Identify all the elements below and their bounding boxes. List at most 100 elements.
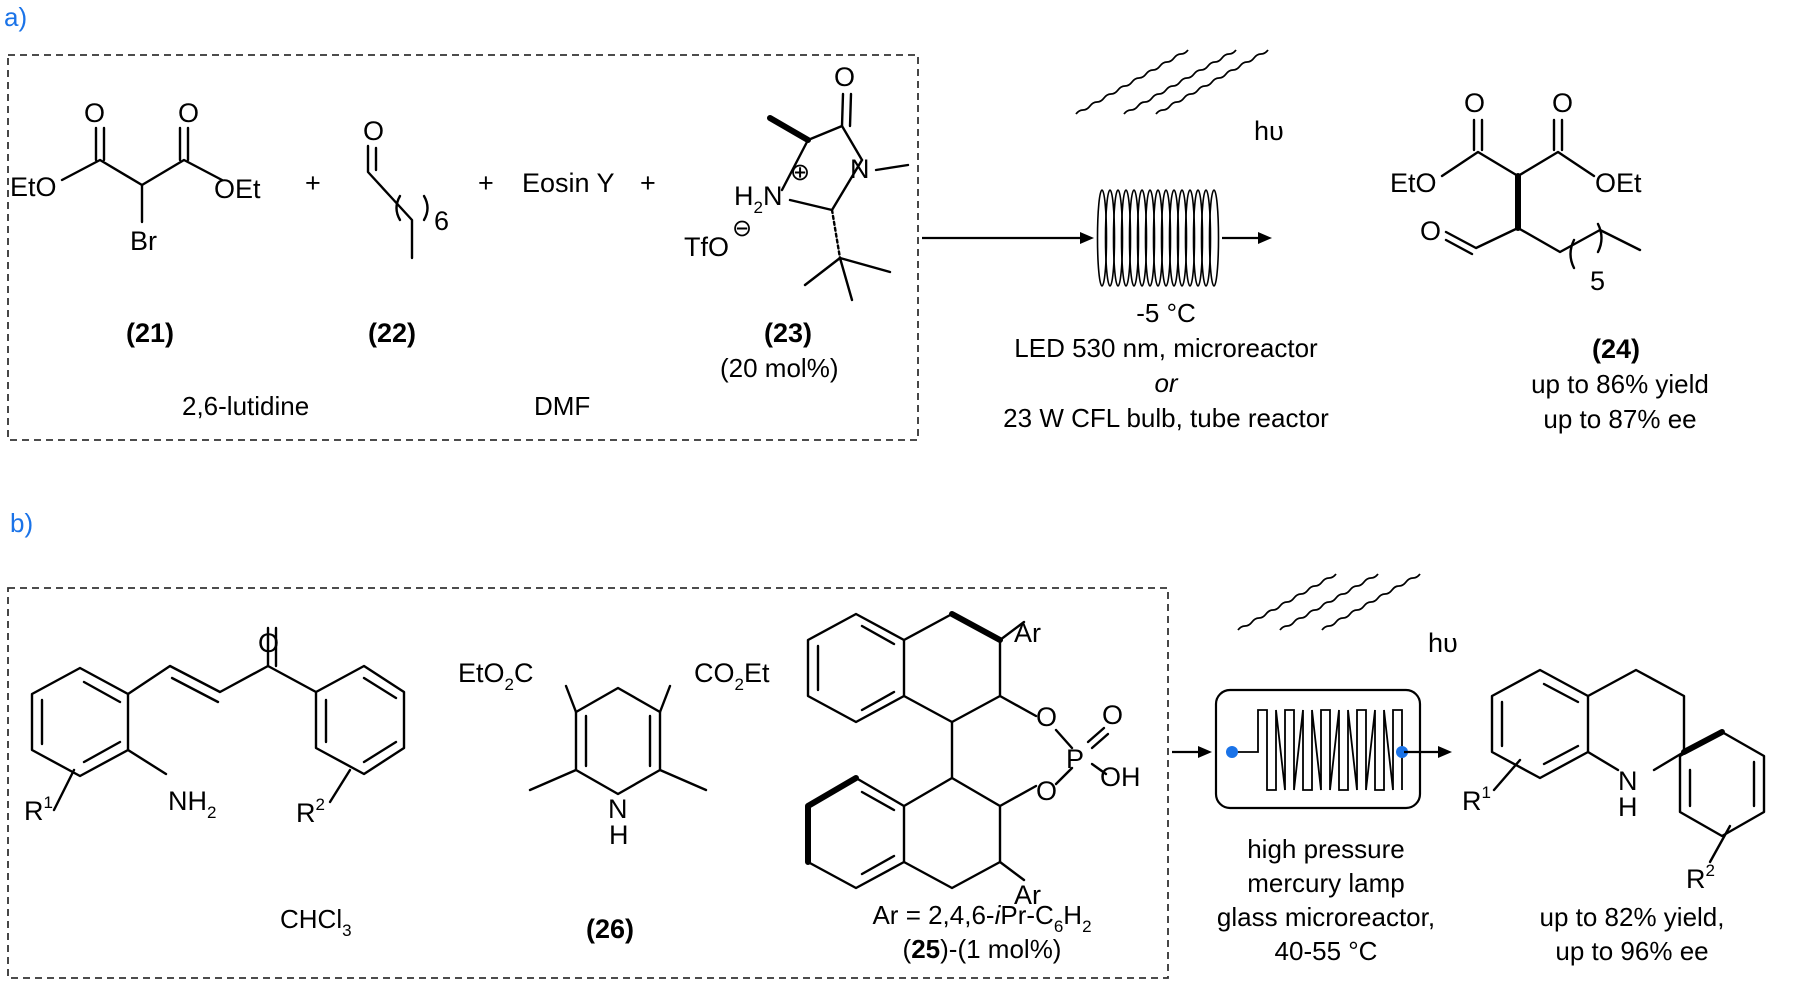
tetrahydroquinoline-structure: N H R1 R2 xyxy=(1462,668,1766,894)
thq-phenyl-inner xyxy=(1688,760,1756,808)
coil-loop xyxy=(1112,189,1124,287)
light-wave-icon xyxy=(1123,49,1237,115)
coil-loop xyxy=(1200,189,1212,287)
ar-definition: Ar = 2,4,6-iPr-C6H2 xyxy=(872,900,1091,936)
cpa-upper-bold xyxy=(949,611,1003,643)
microreactor-chip-icon xyxy=(1214,688,1422,810)
cpa-ar-bottom: Ar xyxy=(1014,880,1041,910)
coil-loop xyxy=(1152,189,1164,287)
chalcone-r1-bond xyxy=(52,768,76,812)
panel-a-label: a) xyxy=(4,2,27,32)
c22-paren-r xyxy=(422,194,429,222)
coil-loop xyxy=(1128,189,1140,287)
c23-tbu xyxy=(803,256,892,302)
cond-a-or: or xyxy=(1154,368,1178,398)
p24-o3: O xyxy=(1420,216,1441,246)
base-lutidine: 2,6-lutidine xyxy=(182,391,309,421)
chalcone-co xyxy=(266,626,278,668)
cond-b-line4: 40-55 °C xyxy=(1275,936,1378,966)
chalcone-ring-right-inner xyxy=(324,676,398,764)
aminochalcone-structure: O NH2 R1 R2 xyxy=(24,626,406,828)
thq-r2-bond xyxy=(1708,824,1732,864)
c22-o: O xyxy=(363,116,384,146)
p24-paren-r xyxy=(1596,222,1603,254)
hantzsch-right: CO2Et xyxy=(694,658,770,694)
panel-b-reagent-box xyxy=(7,587,1169,979)
c23-o: O xyxy=(834,62,855,92)
p24-co1 xyxy=(1472,118,1484,152)
cpa-ar-top-bond xyxy=(998,620,1026,642)
cond-a-temp: -5 °C xyxy=(1136,298,1196,328)
c22-n: 6 xyxy=(434,206,449,236)
coil-loop xyxy=(1096,189,1108,287)
coil-loop xyxy=(1144,189,1156,287)
hantzsch-ester-structure: EtO2C CO2Et N H xyxy=(458,658,770,850)
c23-h2n: H2N xyxy=(734,181,782,217)
serpentine-path xyxy=(1232,709,1403,791)
panel-b-hv: hυ xyxy=(1428,628,1458,658)
compound-21-structure: EtO O O OEt Br xyxy=(10,98,261,256)
thq-sat-ring xyxy=(1586,668,1686,772)
p24-paren-l xyxy=(1569,238,1576,270)
cpa-po xyxy=(1086,726,1110,750)
coil-reactor-icon xyxy=(1096,189,1220,287)
cpa-p: P xyxy=(1066,744,1084,774)
eosin-y: Eosin Y xyxy=(522,168,615,198)
cpa-lower-ring-a xyxy=(902,776,1002,890)
c21-co2 xyxy=(178,126,190,162)
panel-a-arrowhead-in xyxy=(1080,232,1094,244)
cpa-o-lower: O xyxy=(1036,776,1057,806)
chalcone-linker xyxy=(126,664,270,696)
c23-minus-charge: ⊖ xyxy=(732,215,752,242)
coil-loop xyxy=(1160,189,1172,287)
cpa-upper-ring-b xyxy=(806,612,906,724)
chalcone-nh2: NH2 xyxy=(168,786,216,822)
chalcone-r2: R2 xyxy=(296,795,325,828)
p24-chain xyxy=(1444,226,1642,254)
coil-loop xyxy=(1120,189,1132,287)
thq-benzo-ring xyxy=(1490,668,1590,780)
panel-b-label: b) xyxy=(10,508,33,538)
cpa-ar-bottom-bond xyxy=(998,860,1026,882)
thq-r1: R1 xyxy=(1462,783,1491,816)
plus-3: + xyxy=(640,168,656,198)
cond-a-line2: 23 W CFL bulb, tube reactor xyxy=(1003,403,1329,433)
panel-b-reactor: hυ xyxy=(1172,573,1458,810)
p24-cho xyxy=(1444,238,1474,256)
coil-loop xyxy=(1176,189,1188,287)
hantzsch-top xyxy=(564,684,672,714)
thq-n: N xyxy=(1618,766,1638,796)
light-wave-icon xyxy=(1279,573,1379,631)
thq-h: H xyxy=(1618,792,1638,822)
panel-a-hv: hυ xyxy=(1254,116,1284,146)
inlet-port-icon xyxy=(1226,746,1238,758)
c21-o2: O xyxy=(178,98,199,128)
p24-o2: O xyxy=(1552,88,1573,118)
c21-br: Br xyxy=(130,226,157,256)
c23-n2: N xyxy=(850,154,870,184)
thq-ee: up to 96% ee xyxy=(1555,936,1708,966)
coil-loop xyxy=(1104,189,1116,287)
thq-benzo-inner xyxy=(1500,682,1580,766)
label-26: (26) xyxy=(586,914,634,944)
p24-co2 xyxy=(1552,118,1564,152)
light-wave-icon xyxy=(1237,573,1337,631)
cond-b-line3: glass microreactor, xyxy=(1217,902,1435,932)
thq-phenyl xyxy=(1678,730,1766,838)
phosphoric-acid-structure: Ar Ar O O P O OH xyxy=(805,611,1141,910)
c22-chain xyxy=(366,144,414,260)
hantzsch-left: EtO2C xyxy=(458,658,533,694)
hantzsch-db xyxy=(584,714,652,768)
plus-1: + xyxy=(305,168,321,198)
chalcone-ring-right xyxy=(266,664,406,776)
outlet-port-icon xyxy=(1396,746,1408,758)
thq-r2: R2 xyxy=(1686,861,1715,894)
c23-plus-charge: ⊕ xyxy=(790,159,810,186)
cond-b-line2: mercury lamp xyxy=(1247,868,1404,898)
c23-n-methyl xyxy=(874,163,910,172)
hantzsch-h: H xyxy=(609,820,629,850)
cpa-o-bonds xyxy=(998,694,1038,808)
c21-o1: O xyxy=(84,98,105,128)
cpa-p-o: O xyxy=(1102,700,1123,730)
